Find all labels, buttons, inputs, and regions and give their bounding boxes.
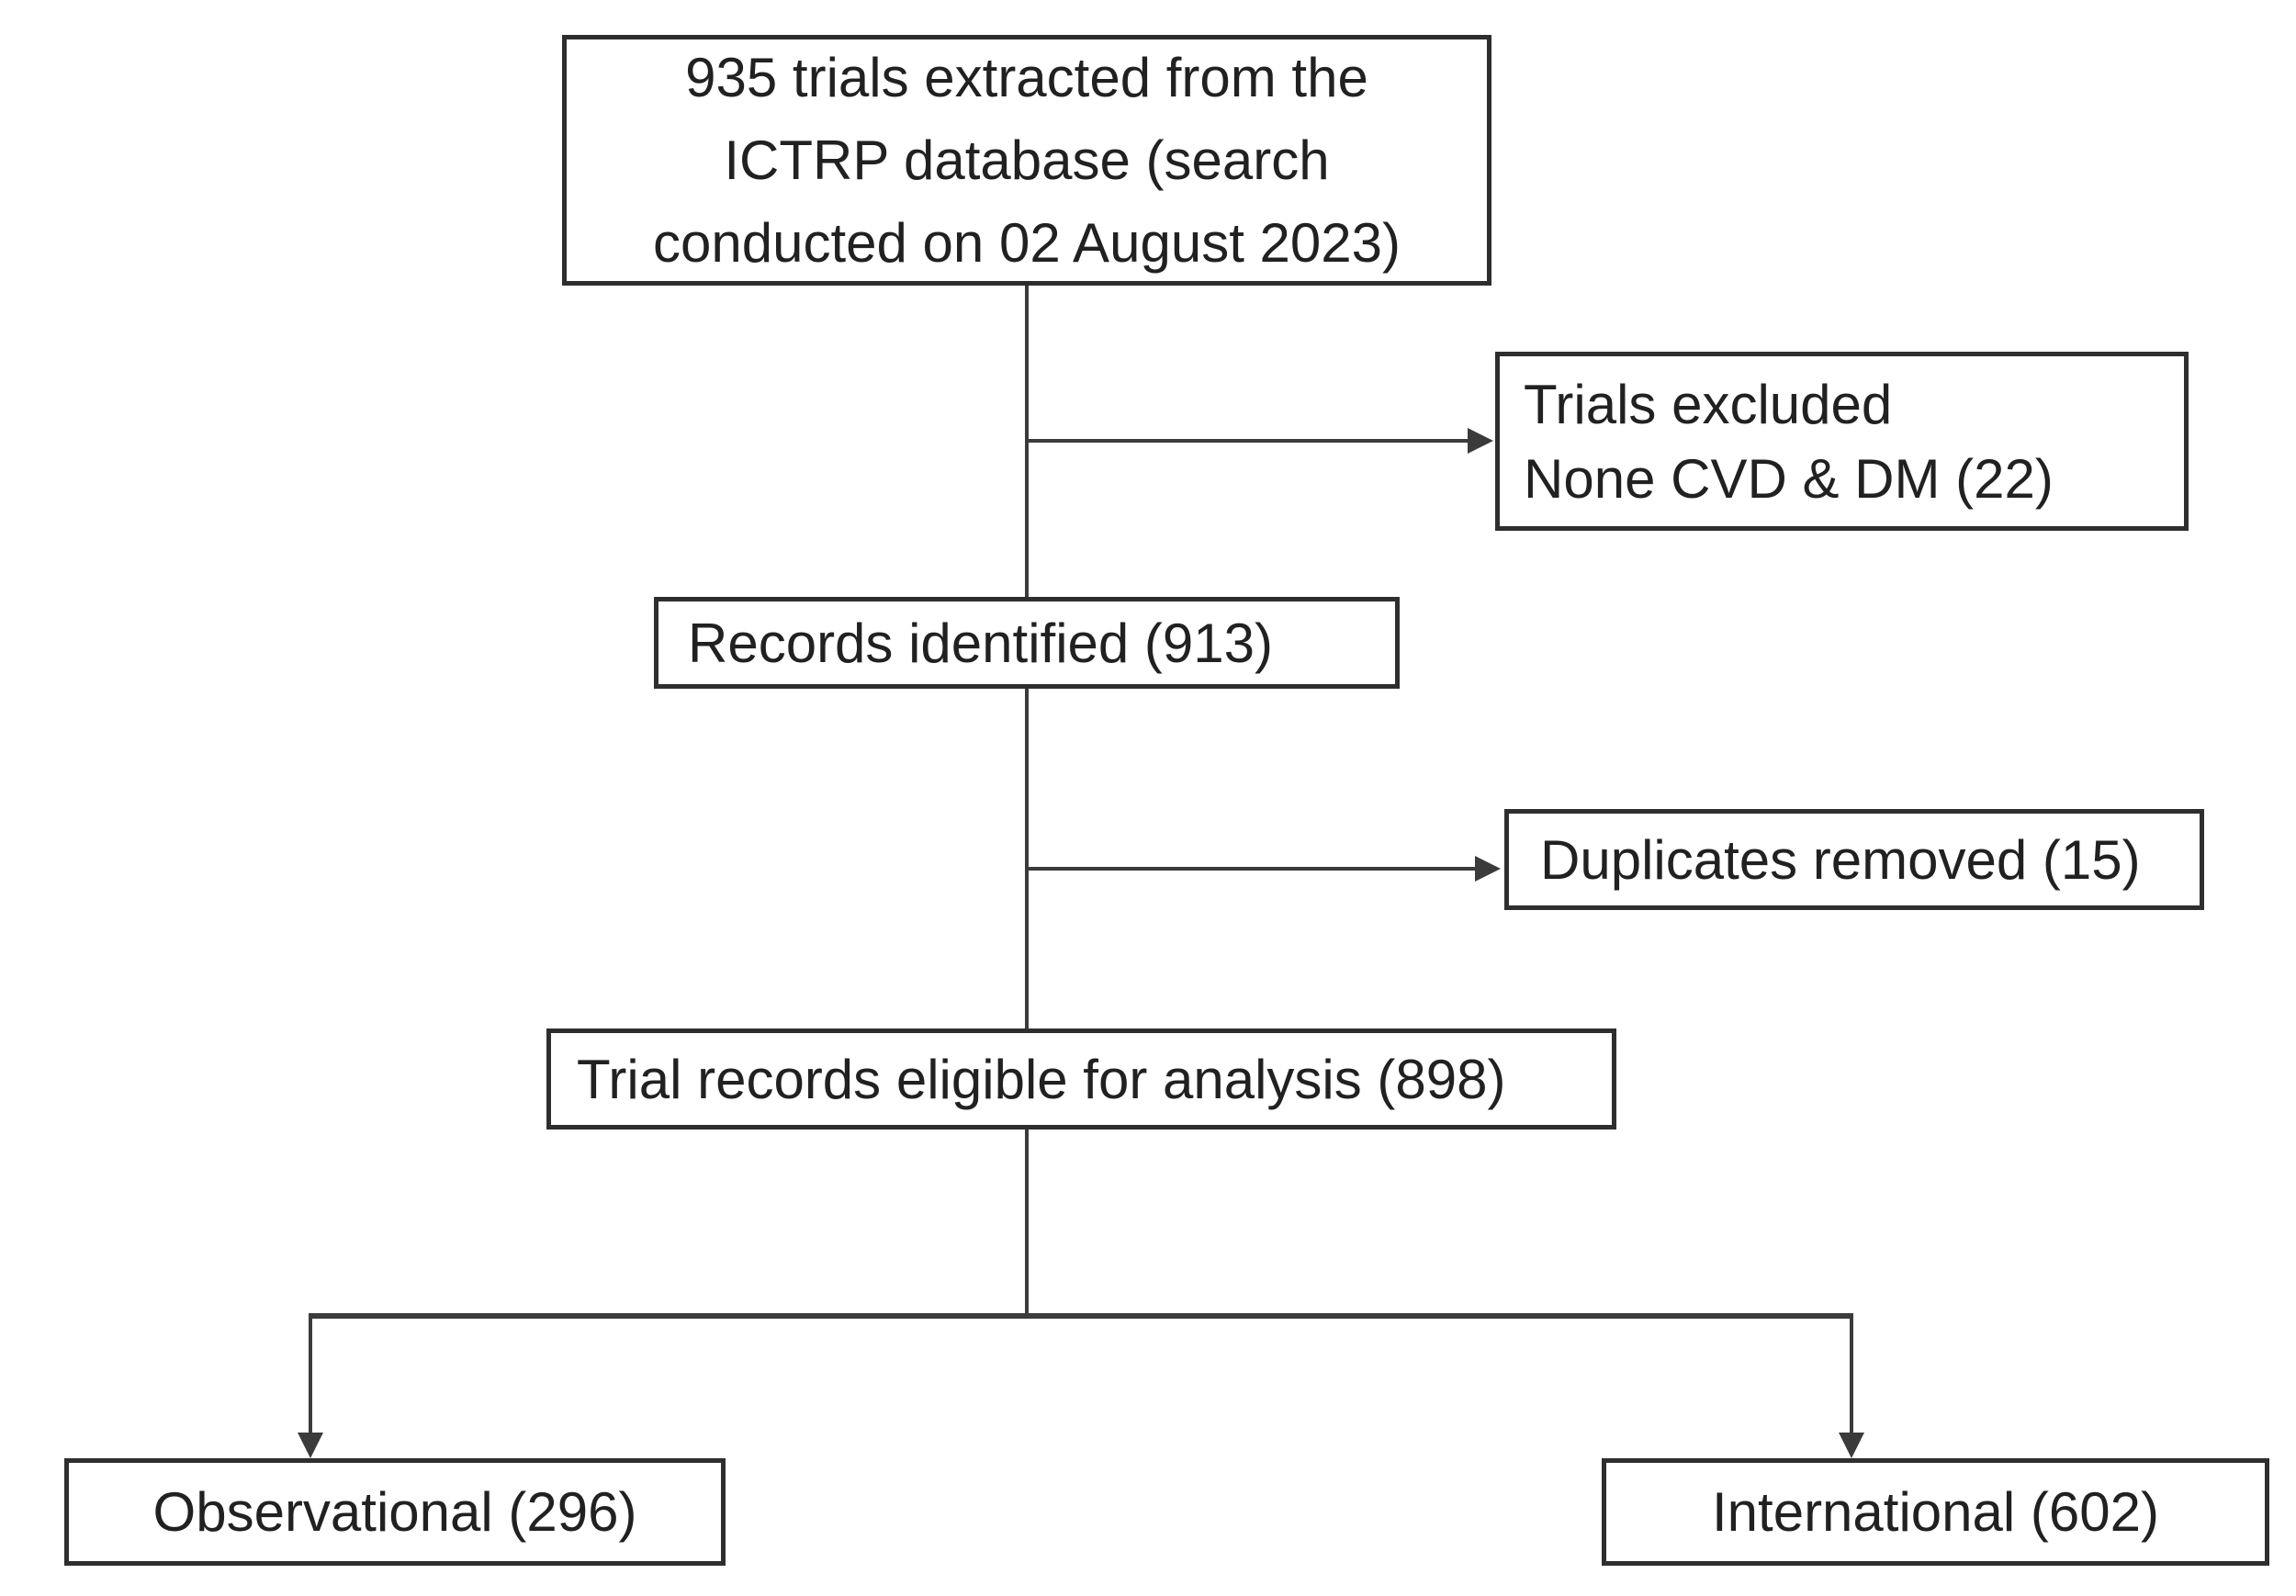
node-duplicates-removed: Duplicates removed (15) [1504,809,2204,910]
node-text-line: Trials excluded [1524,373,1893,435]
connector-drop-international [1850,1313,1853,1434]
node-text-line: International (602) [1712,1481,2159,1543]
node-text-line: conducted on 02 August 2023) [653,211,1401,274]
node-observational: Observational (296) [64,1458,726,1566]
node-eligible-for-analysis: Trial records eligible for analysis (898… [546,1028,1616,1130]
node-text-line: Observational (296) [152,1481,637,1543]
node-text-line: Duplicates removed (15) [1540,828,2141,891]
connector-eligible-to-split [1025,1128,1029,1317]
node-text-line: ICTRP database (search [724,129,1330,191]
arrowhead-right-icon [1468,428,1493,454]
node-trials-extracted: 935 trials extracted from the ICTRP data… [562,35,1491,286]
arrowhead-down-icon [298,1433,323,1458]
node-text-line: Trial records eligible for analysis (898… [577,1048,1506,1110]
node-trials-excluded: Trials excluded None CVD & DM (22) [1495,352,2189,531]
connector-records-to-eligible [1025,687,1029,1030]
node-text-line: 935 trials extracted from the [685,46,1368,108]
arrowhead-down-icon [1839,1433,1864,1458]
connector-branch-excluded [1027,439,1468,443]
connector-drop-observational [309,1313,312,1434]
connector-branch-duplicates [1027,867,1475,871]
node-text-line: Records identified (913) [688,612,1274,674]
connector-split-bar [309,1313,1853,1319]
node-records-identified: Records identified (913) [654,597,1400,689]
arrowhead-right-icon [1475,856,1501,882]
node-text-line: None CVD & DM (22) [1524,447,2054,510]
node-international: International (602) [1602,1458,2269,1566]
